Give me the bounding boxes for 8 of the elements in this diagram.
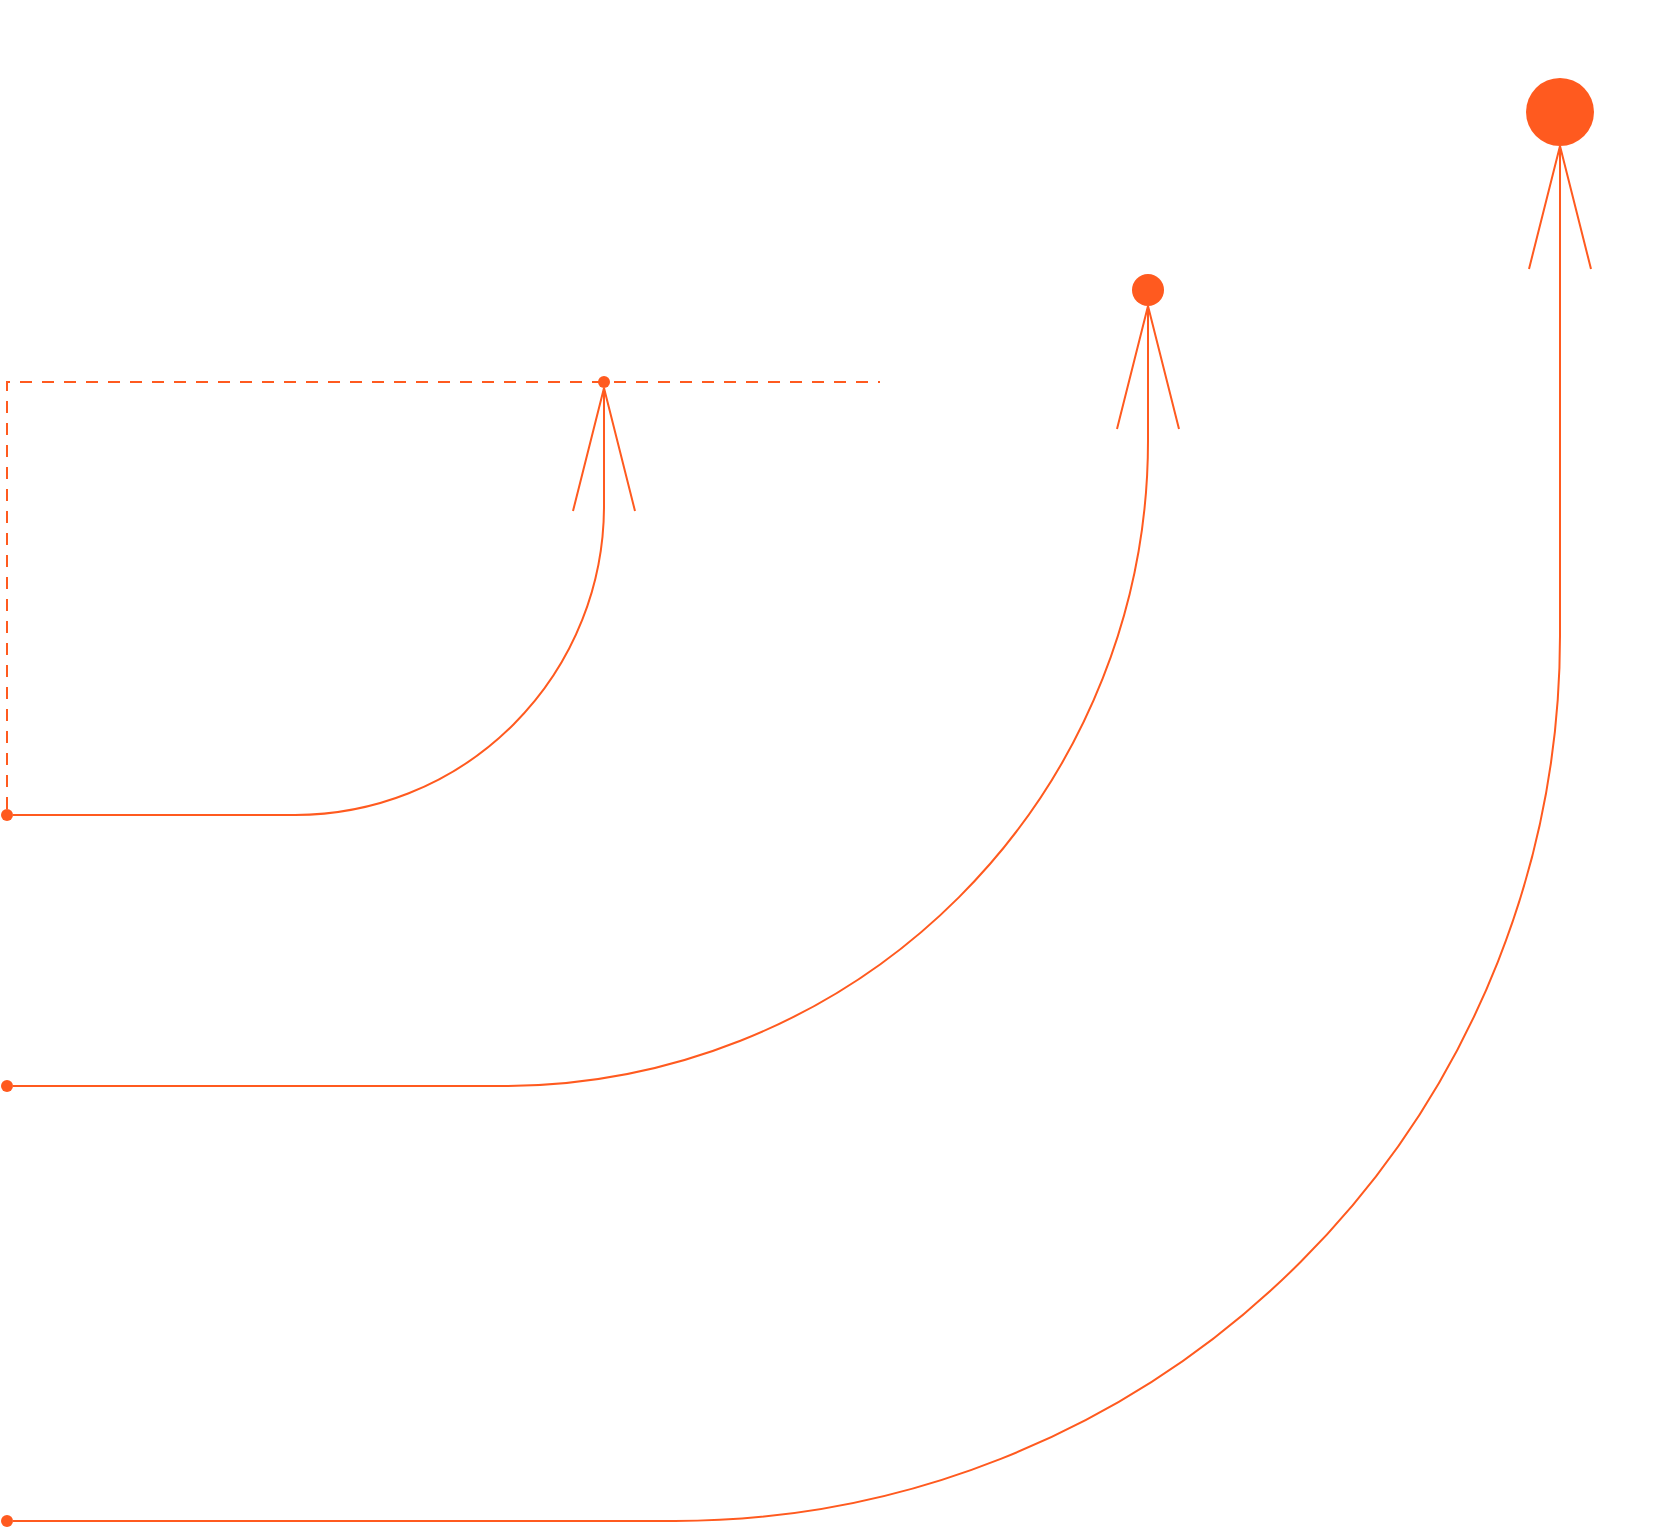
dot <box>1 1515 13 1527</box>
dot <box>1132 274 1164 306</box>
curved-arrow <box>12 387 636 816</box>
curved-arrow <box>12 305 1180 1087</box>
curved-arrow <box>12 145 1592 1522</box>
dot <box>1 809 13 821</box>
dot <box>598 376 610 388</box>
dot <box>1 1080 13 1092</box>
